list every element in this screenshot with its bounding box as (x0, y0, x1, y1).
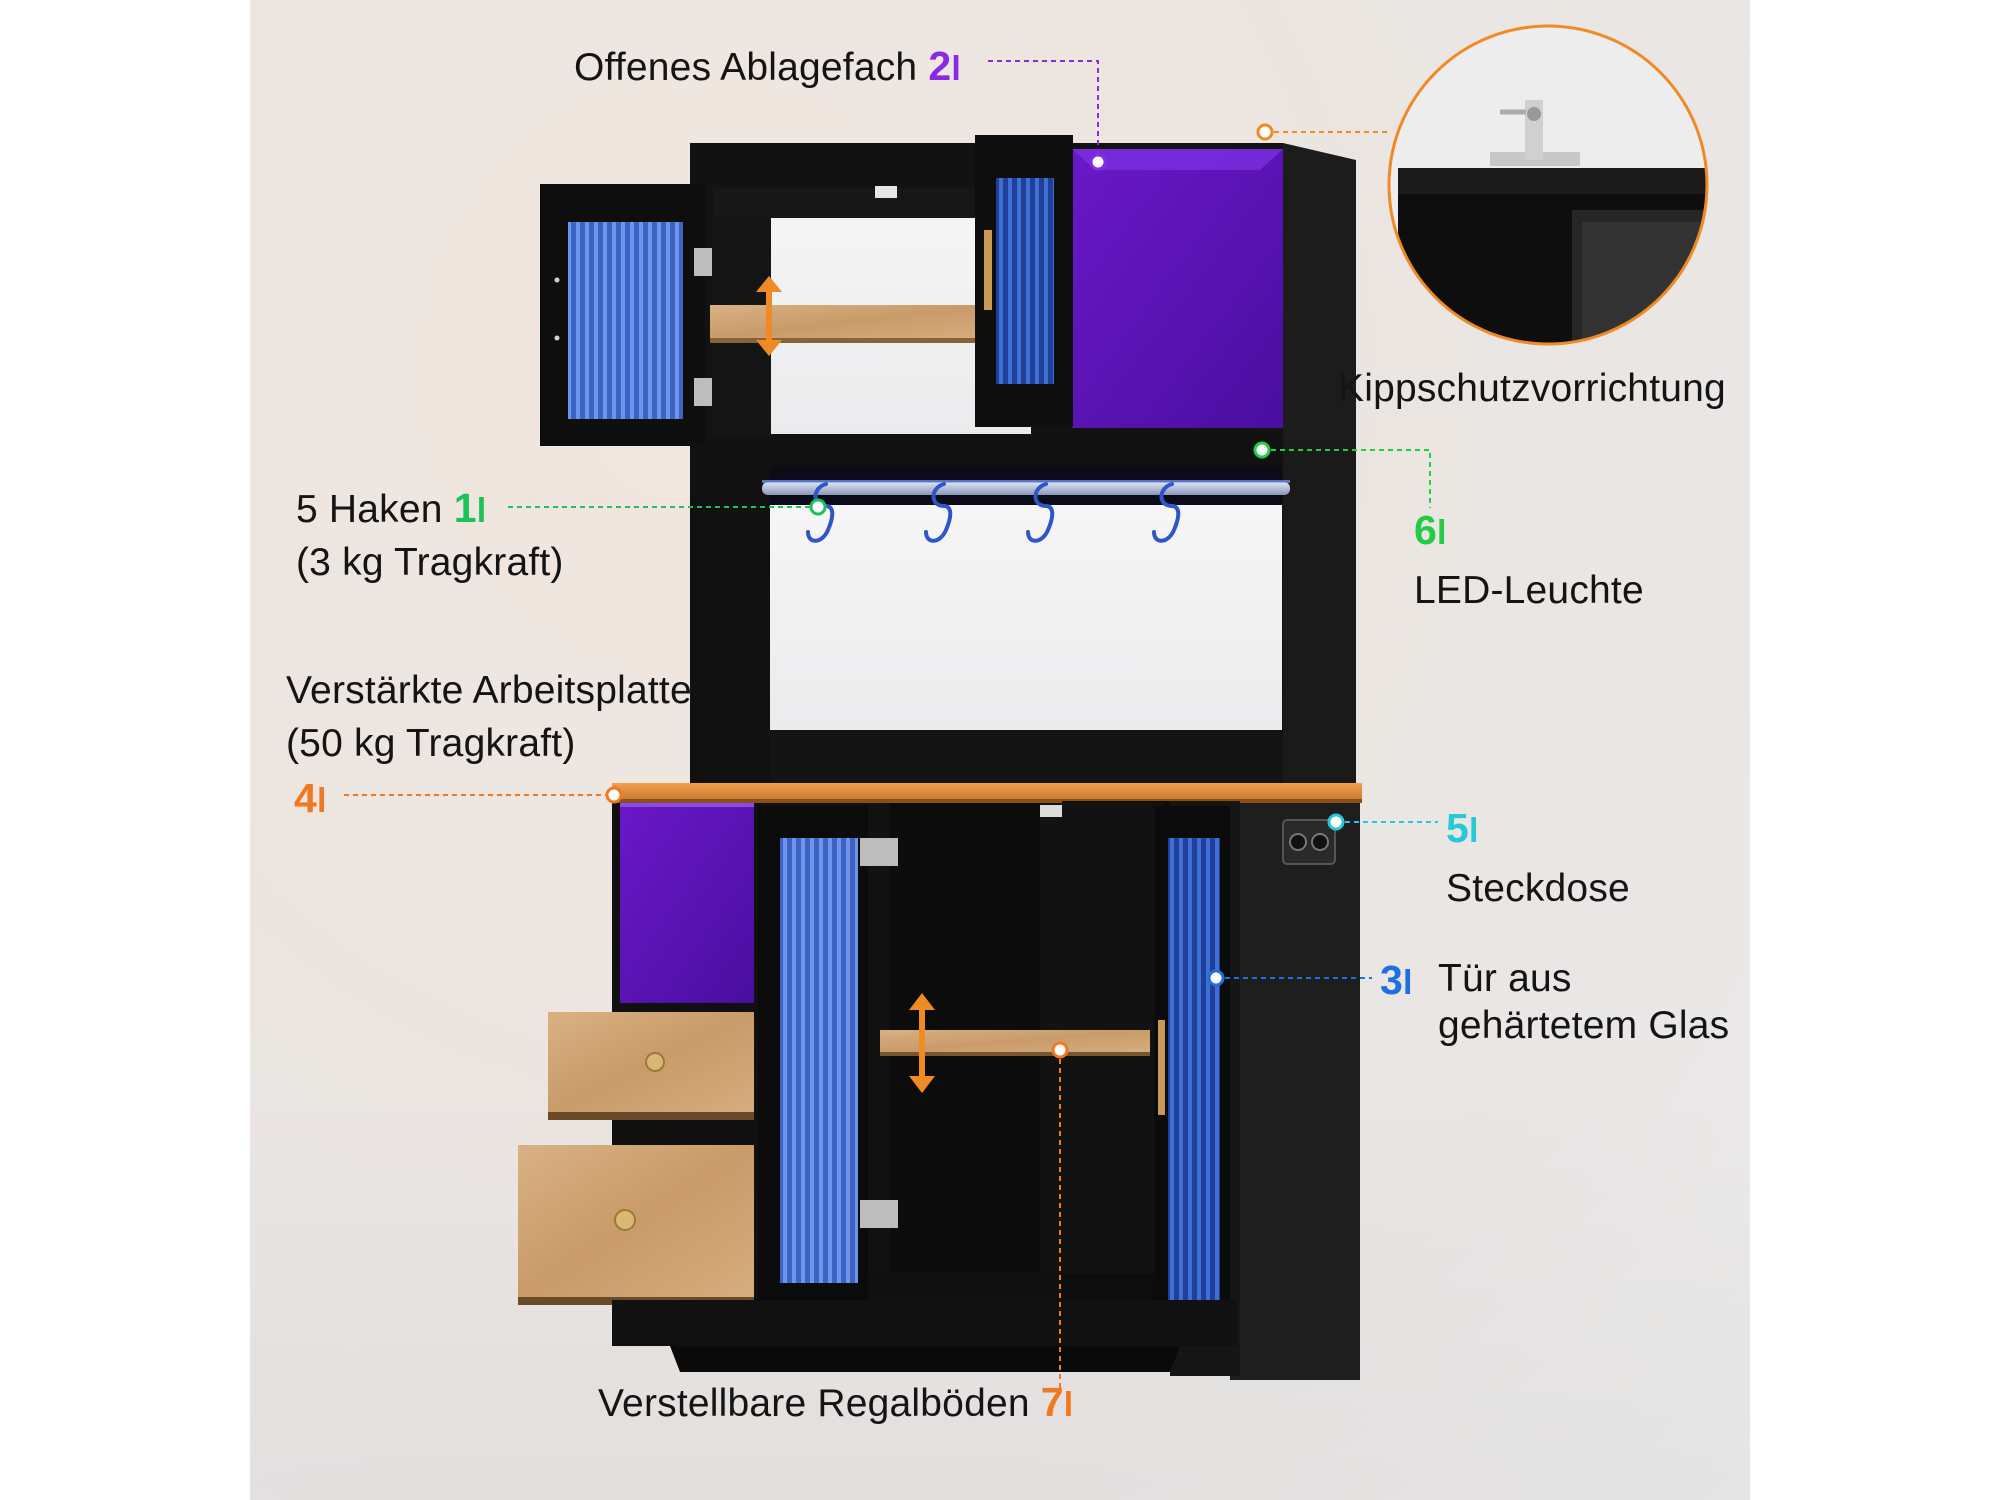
shelves-bar: l (1063, 1386, 1074, 1424)
anti-tip-callout: Kippschutzvorrichtung (1338, 366, 1726, 413)
socket-number: 5 (1446, 805, 1470, 851)
socket-text: Steckdose (1446, 866, 1630, 910)
shelves-number: 7 (1040, 1379, 1064, 1425)
glass-door-number: 3 (1380, 957, 1404, 1003)
shelves-callout: Verstellbare Regalböden 7l (598, 1378, 1073, 1428)
worktop-capacity: (50 kg Tragkraft) (286, 721, 576, 765)
hooks-title: 5 Haken (296, 488, 443, 531)
shelves-text: Verstellbare Regalböden (598, 1382, 1030, 1425)
anti-tip-text: Kippschutzvorrichtung (1338, 367, 1726, 410)
open-shelf-callout: Offenes Ablagefach 2l (574, 42, 961, 92)
hooks (806, 482, 1181, 543)
upper-hutch (540, 135, 1356, 464)
led-bar: l (1437, 514, 1447, 552)
glass-door-line2: gehärtetem Glas (1438, 1003, 1730, 1047)
led-text: LED-Leuchte (1414, 568, 1644, 612)
open-work-area (690, 442, 1356, 783)
lower-cabinet (518, 801, 1360, 1380)
open-shelf-number: 2 (928, 43, 952, 89)
hooks-callout: 5 Haken 1l (3 kg Tragkraft) (296, 484, 564, 587)
worktop-callout: Verstärkte Arbeitsplatte (50 kg Tragkraf… (286, 668, 692, 768)
worktop-title: Verstärkte Arbeitsplatte (286, 669, 692, 712)
callout-leaders (344, 60, 1438, 1392)
hooks-number: 1 (453, 485, 477, 531)
anti-tip-zoom (1387, 24, 1709, 346)
open-shelf-bar: l (951, 50, 962, 88)
glass-door-bar: l (1403, 964, 1413, 1002)
led-callout: 6l LED-Leuchte (1414, 506, 1644, 615)
worktop-bar: l (317, 782, 327, 820)
glass-door-callout: Tür aus gehärtetem Glas (1438, 956, 1729, 1050)
socket-callout: 5l Steckdose (1446, 804, 1630, 913)
worktop (612, 783, 1362, 803)
socket-bar: l (1469, 812, 1479, 850)
hooks-bar: l (476, 492, 487, 530)
worktop-number: 4 (294, 775, 318, 821)
glass-door-line1: Tür aus (1438, 957, 1572, 1000)
hooks-capacity: (3 kg Tragkraft) (296, 540, 564, 584)
callout-dots (605, 123, 1345, 1059)
glass-door-number-wrap: 3l (1380, 956, 1413, 1006)
worktop-number-wrap: 4l (294, 774, 327, 824)
led-number: 6 (1414, 507, 1438, 553)
open-shelf-text: Offenes Ablagefach (574, 46, 918, 89)
